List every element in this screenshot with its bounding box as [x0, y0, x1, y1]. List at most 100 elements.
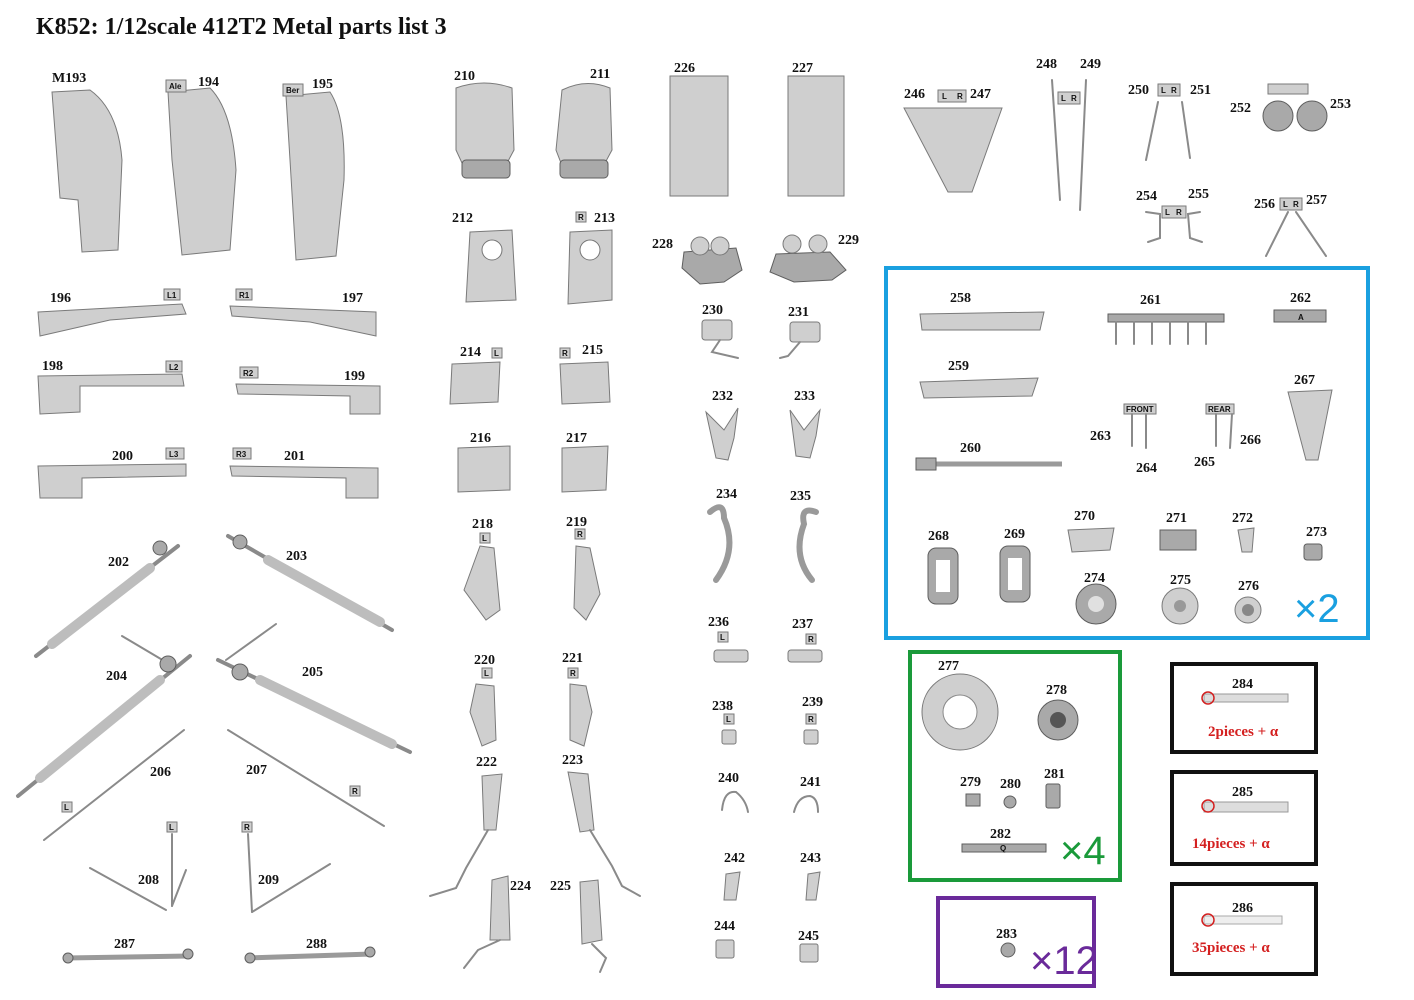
part-label: 201 — [284, 449, 305, 464]
part-label: 223 — [562, 753, 583, 768]
part-216: 216 — [457, 431, 511, 493]
part-label: 194 — [198, 75, 219, 90]
part-label: 283 — [996, 927, 1017, 942]
part-277: 277 — [921, 659, 999, 751]
part-label: 200 — [112, 449, 133, 464]
part-208: L 208 — [89, 821, 187, 911]
part-label: 234 — [716, 487, 737, 502]
part-tag: L — [1061, 94, 1066, 103]
part-227: 227 — [787, 61, 845, 197]
part-label: 219 — [566, 515, 587, 530]
part-204: 204 — [16, 635, 192, 798]
part-label: 211 — [590, 67, 610, 82]
part-236: L 236 — [708, 615, 749, 663]
part-label: 274 — [1084, 571, 1105, 586]
part-199: R2 199 — [235, 366, 381, 415]
part-tag: L1 — [167, 291, 177, 300]
part-label: 242 — [724, 851, 745, 866]
part-label: 273 — [1306, 525, 1327, 540]
part-tag: L — [1161, 86, 1166, 95]
part-238: L 238 — [712, 699, 737, 745]
green-group-box: 277 278 279 280 281 Q 282 ×4 — [908, 650, 1122, 882]
part-279: 279 — [960, 775, 981, 807]
part-tag: R2 — [243, 369, 254, 378]
part-label: 207 — [246, 763, 267, 778]
part-label: 216 — [470, 431, 491, 446]
part-label: 202 — [108, 555, 129, 570]
part-tag: L3 — [169, 450, 179, 459]
part-tag: R — [570, 669, 576, 678]
part-label: 241 — [800, 775, 821, 790]
part-label: 196 — [50, 291, 71, 306]
part-label: 277 — [938, 659, 959, 674]
part-label: 218 — [472, 517, 493, 532]
part-252-253: 252 253 — [1230, 83, 1351, 132]
part-tag: R — [577, 530, 583, 539]
part-label: 266 — [1240, 433, 1261, 448]
part-212: 212 — [452, 211, 517, 303]
part-label: 279 — [960, 775, 981, 790]
part-219: R 219 — [566, 515, 601, 621]
part-229: 229 — [769, 233, 859, 283]
part-label: 247 — [970, 87, 991, 102]
part-231: 231 — [779, 305, 821, 359]
part-label: 204 — [106, 669, 127, 684]
pieces-count: 14pieces + α — [1192, 836, 1270, 852]
part-label: 198 — [42, 359, 63, 374]
part-label: 233 — [794, 389, 815, 404]
part-tag: R — [1293, 200, 1299, 209]
part-label: 239 — [802, 695, 823, 710]
part-tag: L — [942, 92, 947, 101]
part-label: 220 — [474, 653, 495, 668]
part-206: L 206 — [43, 729, 185, 841]
part-label: 253 — [1330, 97, 1351, 112]
part-260: 260 — [915, 441, 1062, 471]
part-label: 208 — [138, 873, 159, 888]
part-tag: R — [808, 715, 814, 724]
part-tag: Ale — [169, 82, 182, 91]
part-213: R 213 — [567, 211, 615, 305]
part-label: 229 — [838, 233, 859, 248]
part-272: 272 — [1232, 511, 1255, 553]
part-269: 269 — [999, 527, 1031, 603]
part-235: 235 — [790, 489, 819, 583]
part-241: 241 — [793, 775, 821, 813]
part-label: 221 — [562, 651, 583, 666]
part-label: 237 — [792, 617, 813, 632]
part-tag: R — [1071, 94, 1077, 103]
part-242: 242 — [723, 851, 745, 901]
part-label: 276 — [1238, 579, 1259, 594]
part-label: 226 — [674, 61, 695, 76]
part-214: L 214 — [449, 345, 503, 405]
part-label: 278 — [1046, 683, 1067, 698]
pieces-count: 2pieces + α — [1208, 724, 1279, 740]
part-215: R 215 — [559, 343, 611, 405]
part-label: 227 — [792, 61, 813, 76]
part-label: 255 — [1188, 187, 1209, 202]
part-tag: A — [1298, 313, 1304, 322]
part-label: 258 — [950, 291, 971, 306]
part-label: 243 — [800, 851, 821, 866]
part-287: 287 — [62, 937, 194, 964]
part-label: 263 — [1090, 429, 1111, 444]
part-label: 248 — [1036, 57, 1057, 72]
page-title: K852: 1/12scale 412T2 Metal parts list 3 — [36, 14, 447, 40]
part-label: 209 — [258, 873, 279, 888]
part-209: R 209 — [241, 821, 331, 913]
part-240: 240 — [718, 771, 749, 813]
part-tag: L — [482, 534, 487, 543]
part-275: 275 — [1161, 573, 1199, 625]
box-286: 286 35pieces + α — [1170, 882, 1318, 976]
part-198: L2 198 — [37, 359, 185, 415]
part-label: 287 — [114, 937, 135, 952]
part-228: 228 — [652, 236, 743, 285]
part-271: 271 — [1159, 511, 1197, 551]
part-261: 261 — [1107, 293, 1225, 345]
part-label: M193 — [52, 71, 86, 86]
part-label: 275 — [1170, 573, 1191, 588]
part-label: 270 — [1074, 509, 1095, 524]
part-label: 212 — [452, 211, 473, 226]
part-label: 259 — [948, 359, 969, 374]
part-label: 225 — [550, 879, 571, 894]
box-284: 284 2pieces + α — [1170, 662, 1318, 754]
